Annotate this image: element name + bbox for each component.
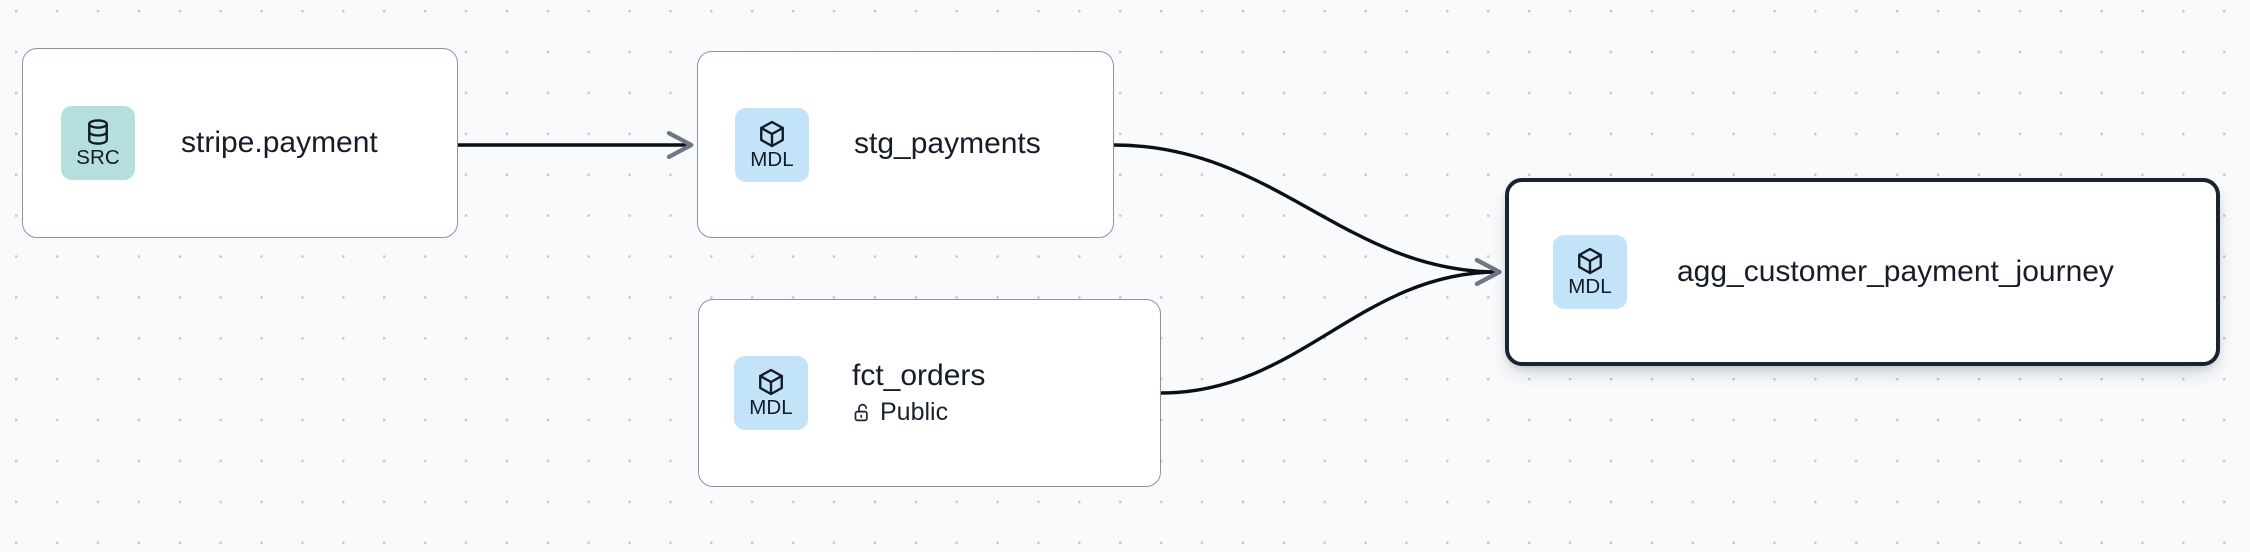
node-title: stripe.payment — [181, 125, 378, 159]
cube-icon — [1575, 246, 1605, 276]
node-fct-orders[interactable]: MDL fct_orders Public — [698, 299, 1161, 487]
database-icon — [83, 117, 113, 147]
node-labels: stg_payments — [854, 127, 1041, 161]
cube-icon — [756, 367, 786, 397]
node-content: MDL stg_payments — [698, 107, 1113, 182]
node-agg-customer-payment-journey[interactable]: MDL agg_customer_payment_journey — [1505, 178, 2220, 366]
node-type-badge-mdl: MDL — [734, 356, 808, 430]
node-visibility-label: Public — [880, 398, 949, 427]
node-type-badge-mdl: MDL — [1553, 235, 1627, 309]
node-content: SRC stripe.payment — [23, 106, 457, 180]
unlock-icon — [852, 402, 873, 423]
node-type-badge-src: SRC — [61, 106, 135, 180]
badge-label: SRC — [76, 146, 120, 170]
node-labels: stripe.payment — [181, 125, 378, 159]
edge-stg-to-agg — [1113, 143, 1502, 287]
node-title: fct_orders — [852, 358, 986, 392]
node-title: agg_customer_payment_journey — [1677, 254, 2114, 288]
edge-fct-to-agg — [1160, 257, 1502, 395]
badge-label: MDL — [750, 147, 794, 171]
node-type-badge-mdl: MDL — [735, 107, 809, 182]
node-visibility: Public — [852, 399, 985, 426]
node-content: MDL fct_orders Public — [699, 356, 1160, 430]
node-title: stg_payments — [854, 127, 1041, 161]
node-content: MDL agg_customer_payment_journey — [1509, 235, 2216, 309]
node-labels: agg_customer_payment_journey — [1677, 254, 2114, 288]
node-stripe-payment[interactable]: SRC stripe.payment — [22, 48, 458, 238]
cube-icon — [757, 119, 787, 149]
badge-label: MDL — [1568, 275, 1612, 299]
node-labels: fct_orders Public — [852, 358, 986, 426]
node-stg-payments[interactable]: MDL stg_payments — [697, 51, 1114, 238]
badge-label: MDL — [749, 396, 793, 420]
